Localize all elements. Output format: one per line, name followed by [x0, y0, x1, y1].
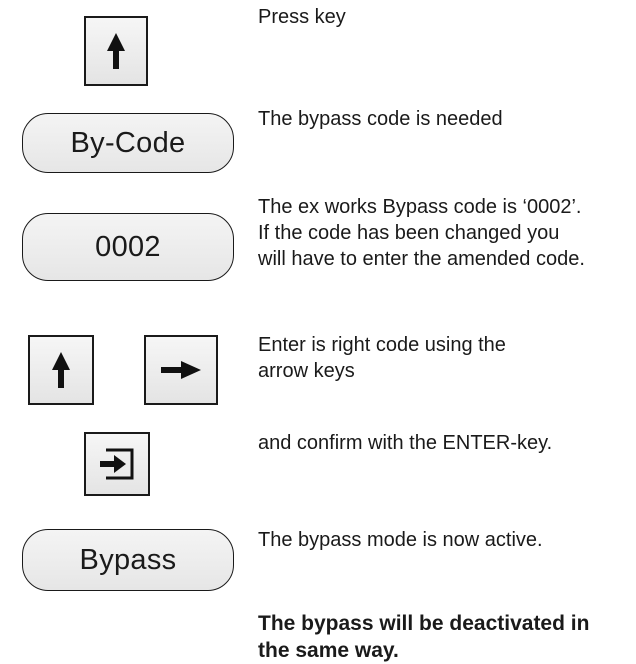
enter-icon	[100, 448, 134, 480]
up-arrow-key[interactable]	[84, 16, 148, 86]
step-2-text: The bypass code is needed	[258, 108, 503, 130]
step-6-text: The bypass mode is now active.	[258, 529, 543, 551]
up-arrow-icon	[52, 352, 70, 388]
step-3-text: The ex works Bypass code is ‘0002’. If t…	[258, 196, 585, 270]
step-1-text: Press key	[258, 6, 346, 28]
step-5-text: and confirm with the ENTER-key.	[258, 432, 553, 454]
deactivation-note: The bypass will be deactivated in the sa…	[258, 612, 590, 662]
enter-key[interactable]	[84, 432, 150, 496]
display-bypass: Bypass	[22, 529, 234, 591]
step-4-text: Enter is right code using the arrow keys	[258, 334, 506, 382]
up-arrow-icon	[107, 33, 125, 69]
right-arrow-icon	[161, 361, 201, 379]
right-arrow-key[interactable]	[144, 335, 218, 405]
display-by-code: By-Code	[22, 113, 234, 173]
up-arrow-key-2[interactable]	[28, 335, 94, 405]
display-code-0002: 0002	[22, 213, 234, 281]
